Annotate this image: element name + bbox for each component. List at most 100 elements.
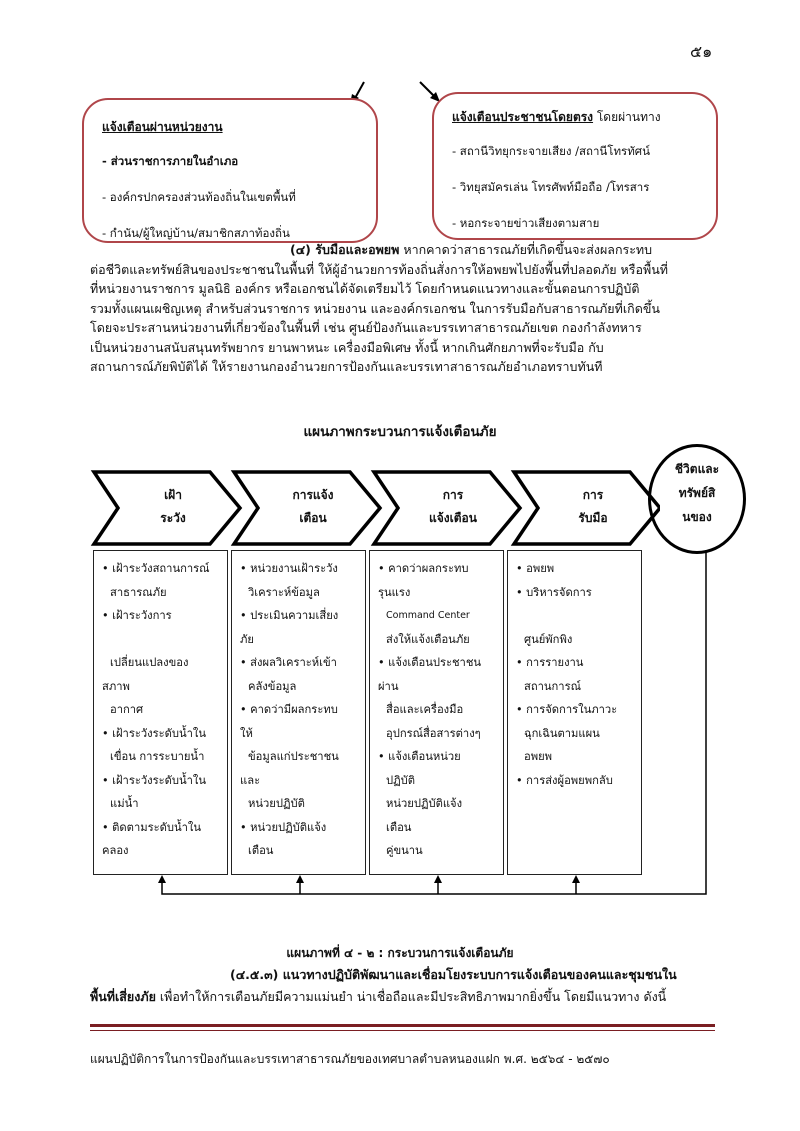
step-1-label: เฝ้าระวัง <box>118 484 228 530</box>
box-direct-warning: แจ้งเตือนประชาชนโดยตรง โดยผ่านทาง - สถาน… <box>432 92 718 240</box>
page-number: ๕๑ <box>690 42 713 61</box>
list-item: หน่วยปฏิบัติแจ้ง <box>240 816 361 840</box>
step-2-label: การแจ้งเตือน <box>258 484 368 530</box>
chevron-step-2 <box>230 470 383 546</box>
list-item: เฝ้าระวังระดับน้ำใน <box>102 722 223 746</box>
list-item: การส่งผู้อพยพกลับ <box>516 769 637 793</box>
feedback-connectors <box>158 550 707 895</box>
list-item: สื่อและเครื่องมือ <box>386 703 464 716</box>
chevron-step-1 <box>90 470 243 546</box>
list-item: หน่วยปฏิบัติ <box>248 797 305 810</box>
list-item: และ <box>240 773 261 787</box>
list-box-respond: อพยพบริหารจัดการ ศูนย์พักพิงการรายงานสถา… <box>507 550 642 875</box>
list-item: คลอง <box>102 844 129 857</box>
list-item: สถานการณ์ <box>524 679 581 693</box>
box-line: - องค์กรปกครองส่วนท้องถิ่นในเขตพื้นที่ <box>102 190 296 204</box>
list-item: อากาศ <box>110 703 144 716</box>
box-title: แจ้งเตือนประชาชนโดยตรง <box>452 110 594 124</box>
footer-rule-thin <box>90 1030 715 1031</box>
box-agency-warning: แจ้งเตือนผ่านหน่วยงาน - ส่วนราชการภายในอ… <box>82 98 378 243</box>
step-label-line: รับมือ <box>578 511 608 525</box>
paragraph-evacuation: (๔) รับมือและอพยพ หากคาดว่าสาธารณภัยที่เ… <box>90 240 715 377</box>
list-item: วิเคราะห์ข้อมูล <box>248 585 320 599</box>
box-line: - สถานีวิทยุกระจายเสียง /สถานีโทรทัศน์ <box>452 144 650 158</box>
list-item: การรายงาน <box>516 651 637 675</box>
list-item: สภาพ <box>102 679 130 693</box>
list-item: คู่ขนาน <box>386 844 423 857</box>
list-item: คลังข้อมูล <box>248 679 297 693</box>
list-item: ประเมินความเสี่ยง <box>240 604 361 628</box>
list-item: เตือน <box>248 844 274 857</box>
list-box-monitor: เฝ้าระวังสถานการณ์สาธารณภัยเฝ้าระวังการ … <box>93 550 228 875</box>
list-item: คาดว่าผลกระทบ <box>378 557 499 581</box>
paragraph-line: โดยจะประสานหน่วยงานที่เกี่ยวข้องในพื้นที… <box>90 320 642 335</box>
box-line: - วิทยุสมัครเล่น โทรศัพท์มือถือ /โทรสาร <box>452 180 650 194</box>
paragraph-heading-cont: พื้นที่เสี่ยงภัย <box>90 989 156 1004</box>
footer-rule-thick <box>90 1024 715 1027</box>
paragraph-guideline: (๔.๕.๓) แนวทางปฏิบัติพัฒนาและเชื่อมโยงระ… <box>90 964 715 1008</box>
step-label-line: การ <box>442 488 464 502</box>
list-item: ข้อมูลแก่ประชาชน <box>248 750 339 763</box>
step-label-line: เฝ้า <box>164 488 182 502</box>
list-item: ส่งให้แจ้งเตือนภัย <box>386 632 470 646</box>
list-box-notify: หน่วยงานเฝ้าระวังวิเคราะห์ข้อมูลประเมินค… <box>231 550 366 875</box>
list-item: คาดว่ามีผลกระทบ <box>240 698 361 722</box>
step-label-line: การแจ้ง <box>292 488 334 502</box>
list-item: ปฏิบัติ <box>386 773 415 787</box>
list-item: เฝ้าระวังสถานการณ์ <box>102 557 223 581</box>
list-item: Command Center <box>386 610 470 621</box>
box-line: - กำนัน/ผู้ใหญ่บ้าน/สมาชิกสภาท้องถิ่น <box>102 226 290 240</box>
chart-title: แผนภาพกระบวนการแจ้งเตือนภัย <box>303 424 497 440</box>
step-label-line: การ <box>582 488 604 502</box>
list-item: ผ่าน <box>378 679 399 693</box>
list-item: เขื่อน การระบายน้ำ <box>110 750 205 763</box>
list-item: ให้ <box>240 726 253 740</box>
chevron-step-4 <box>510 470 660 546</box>
paragraph-line: เป็นหน่วยงานสนับสนุนทรัพยากร ยานพาหนะ เค… <box>90 339 604 355</box>
chevron-step-3 <box>370 470 523 546</box>
figure-caption: แผนภาพที่ ๔ - ๒ : กระบวนการแจ้งเตือนภัย <box>286 946 514 960</box>
list-item: เฝ้าระวังระดับน้ำใน <box>102 769 223 793</box>
circle-line: นของ <box>682 510 712 524</box>
step-label-line: ระวัง <box>160 511 186 525</box>
list-item: เปลี่ยนแปลงของ <box>110 656 189 669</box>
list-item: แจ้งเตือนประชาชน <box>378 651 499 675</box>
list-item: การจัดการในภาวะ <box>516 698 637 722</box>
list-item: อพยพ <box>516 557 637 581</box>
step-label-line: เตือน <box>299 511 327 525</box>
list-item: หน่วยงานเฝ้าระวัง <box>240 557 361 581</box>
paragraph-line: รวมทั้งแผนเผชิญเหตุ สำหรับส่วนราชการ หน่… <box>90 300 660 316</box>
box-line: - ส่วนราชการภายในอำเภอ <box>102 154 239 168</box>
paragraph-heading: (๔.๕.๓) แนวทางปฏิบัติพัฒนาและเชื่อมโยงระ… <box>230 967 677 982</box>
list-item: อุปกรณ์สื่อสารต่างๆ <box>386 726 481 740</box>
paragraph-line: สถานการณ์ภัยพิบัติได้ ให้รายงานกองอำนวยก… <box>90 359 603 374</box>
life-property-circle: ชีวิตและ ทรัพย์สิ นของ <box>648 444 746 554</box>
paragraph-text: เพื่อทำให้การเตือนภัยมีความแม่นยำ น่าเชื… <box>155 989 667 1004</box>
circle-line: ทรัพย์สิ <box>678 486 716 500</box>
list-item: หน่วยปฏิบัติแจ้ง <box>386 797 463 810</box>
box-line: - หอกระจายข่าวเสียงตามสาย <box>452 216 600 230</box>
step-label-line: แจ้งเตือน <box>429 511 477 525</box>
list-item: บริหารจัดการ <box>516 581 637 605</box>
list-item: ส่งผลวิเคราะห์เข้า <box>240 651 361 675</box>
list-item: แม่น้ำ <box>110 797 139 810</box>
list-item: ติดตามระดับน้ำใน <box>102 816 223 840</box>
paragraph-heading: (๔) รับมือและอพยพ <box>290 242 400 257</box>
list-item: เตือน <box>386 820 412 834</box>
list-item: อพยพ <box>524 750 553 763</box>
step-3-label: การแจ้งเตือน <box>398 484 508 530</box>
list-item: ฉุกเฉินตามแผน <box>524 726 600 740</box>
list-item: สาธารณภัย <box>110 585 167 599</box>
list-item: ศูนย์พักพิง <box>524 632 573 646</box>
circle-line: ชีวิตและ <box>674 462 720 476</box>
paragraph-line: หากคาดว่าสาธารณภัยที่เกิดขึ้นจะส่งผลกระท… <box>403 242 653 257</box>
list-item: แจ้งเตือนหน่วย <box>378 745 499 769</box>
box-title-rest: โดยผ่านทาง <box>593 110 661 124</box>
box-title: แจ้งเตือนผ่านหน่วยงาน <box>102 120 223 134</box>
paragraph-line: ต่อชีวิตและทรัพย์สินของประชาชนในพื้นที่ … <box>90 261 669 277</box>
list-item: ภัย <box>240 632 254 646</box>
paragraph-line: ที่หน่วยงานราชการ มูลนิธิ องค์กร หรือเอก… <box>90 281 640 296</box>
step-4-label: การรับมือ <box>538 484 648 530</box>
page-footer: แผนปฏิบัติการในการป้องกันและบรรเทาสาธารณ… <box>90 1052 610 1066</box>
